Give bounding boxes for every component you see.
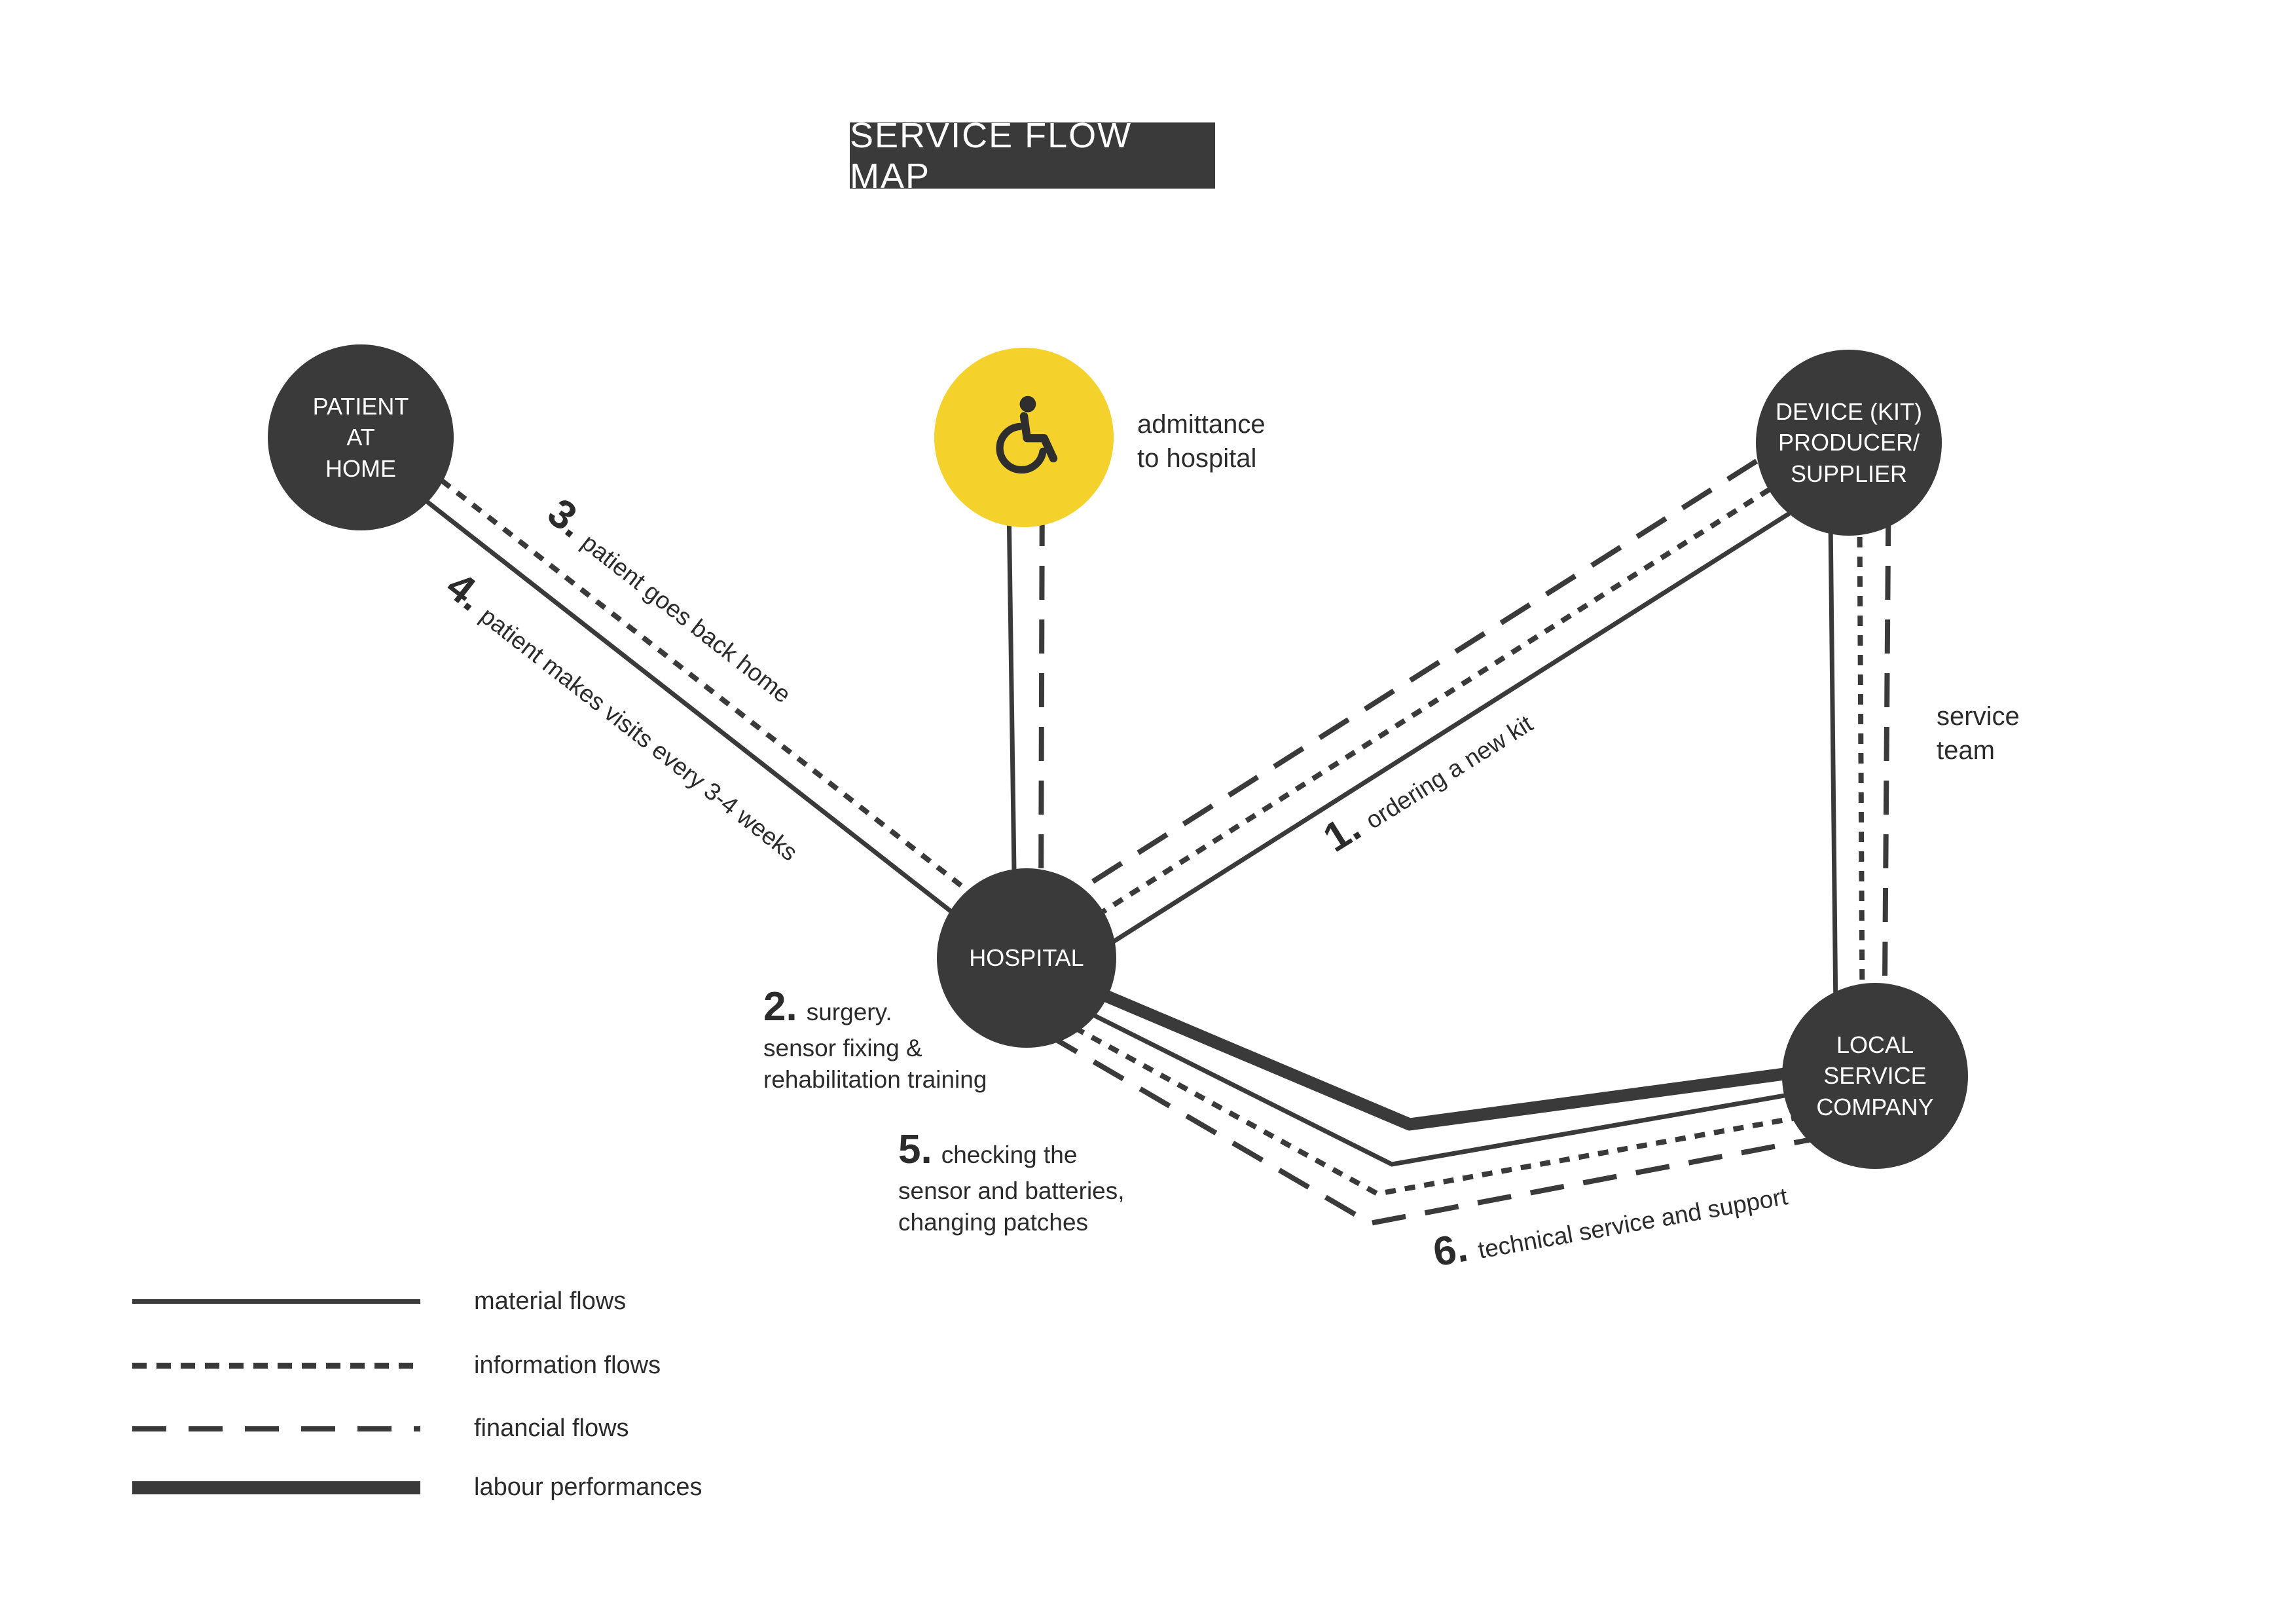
node-patient-at-home: PATIENT AT HOME: [268, 344, 454, 530]
labour-performances-line-sample: [132, 1481, 420, 1494]
material-flows-line-sample: [132, 1299, 420, 1304]
legend-row-labour: labour performances: [132, 1473, 702, 1502]
step-2-text: surgery. sensor fixing & rehabilitation …: [763, 999, 987, 1093]
legend-row-material: material flows: [132, 1287, 626, 1316]
service-team-note: service team: [1937, 702, 2020, 765]
admittance-note: admittance to hospital: [1137, 410, 1266, 473]
step-5-text: checking the sensor and batteries, chang…: [898, 1141, 1125, 1236]
legend-label-material: material flows: [474, 1287, 627, 1315]
edge-hospital-localservice-information-flow: [1056, 1016, 1840, 1197]
legend-label-labour: labour performances: [474, 1473, 702, 1501]
step-5-checking-sensor: 5.checking the sensor and batteries, cha…: [898, 1124, 1252, 1238]
edge-hospital-device-information-flow: [1062, 436, 1851, 939]
page-title: SERVICE FLOW MAP: [850, 115, 1133, 196]
step-5-number: 5.: [898, 1127, 932, 1172]
node-device-label: DEVICE (KIT) PRODUCER/ SUPPLIER: [1775, 397, 1922, 487]
node-admittance: [934, 348, 1114, 527]
edge-hospital-device-material-flow: [1079, 463, 1867, 965]
edge-hospital-localservice-financial-flow: [1046, 1032, 1847, 1227]
node-local-service-label: LOCAL SERVICE COMPANY: [1816, 1031, 1934, 1120]
edge-device-localservice-financial-flow: [1882, 458, 1891, 1068]
title-box: SERVICE FLOW MAP: [850, 116, 1215, 196]
edge-admittance-hospital-financial-flow: [1038, 458, 1045, 917]
step-6-number: 6.: [1430, 1225, 1471, 1276]
step-2-surgery: 2.surgery. sensor fixing & rehabilitatio…: [763, 981, 1117, 1095]
node-hospital: HOSPITAL: [937, 868, 1116, 1048]
edge-patient-hospital-information-flow: [378, 430, 1035, 944]
edge-hospital-localservice-material-flow: [1066, 999, 1834, 1167]
node-device-producer-supplier: DEVICE (KIT) PRODUCER/ SUPPLIER: [1756, 350, 1942, 536]
legend-label-information: information flows: [474, 1352, 661, 1379]
edge-hospital-device-financial-flow: [1046, 410, 1835, 913]
node-patient-label: PATIENT AT HOME: [312, 392, 409, 482]
legend-row-financial: financial flows: [132, 1414, 629, 1443]
edge-hospital-localservice-labour-flow: [1071, 976, 1834, 1131]
information-flows-line-sample: [132, 1363, 420, 1369]
node-local-service-company: LOCAL SERVICE COMPANY: [1782, 983, 1968, 1169]
step-2-number: 2.: [763, 984, 797, 1029]
edge-patient-hospital-material-flow: [361, 450, 1017, 963]
legend-row-information: information flows: [132, 1352, 661, 1380]
node-hospital-label: HOSPITAL: [969, 944, 1084, 972]
edge-admittance-hospital-material-flow: [1006, 458, 1017, 917]
financial-flows-line-sample: [132, 1426, 420, 1431]
edge-device-localservice-material-flow: [1827, 458, 1839, 1075]
legend-label-financial: financial flows: [474, 1414, 629, 1442]
edge-device-localservice-information-flow: [1857, 458, 1865, 1068]
wheelchair-icon: [996, 396, 1058, 474]
